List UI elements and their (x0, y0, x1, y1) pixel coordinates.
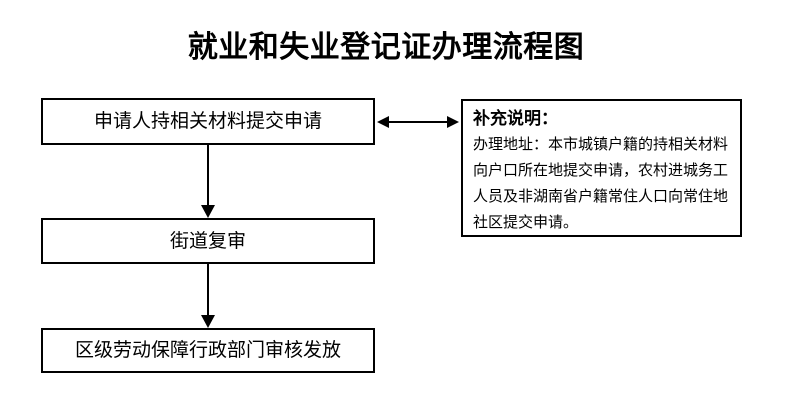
step-label-submit-application: 申请人持相关材料提交申请 (93, 111, 322, 132)
connector-line-step1-note (388, 121, 448, 123)
arrowhead-down-icon (201, 315, 215, 328)
note-body: 办理地址：本市城镇户籍的持相关材料 向户口所在地提交申请，农村进城务工 人员及非… (473, 136, 729, 231)
connector-line-step2-step3 (207, 264, 209, 315)
step-box-street-review: 街道复审 (41, 218, 375, 264)
step-label-district-review-issue: 区级劳动保障行政部门审核发放 (74, 340, 341, 361)
step-box-submit-application: 申请人持相关材料提交申请 (41, 98, 375, 145)
step-label-street-review: 街道复审 (169, 230, 246, 252)
arrowhead-left-icon (377, 116, 389, 128)
step-box-district-review-issue: 区级劳动保障行政部门审核发放 (41, 328, 375, 373)
diagram-title: 就业和失业登记证办理流程图 (187, 31, 585, 64)
arrowhead-right-icon (447, 116, 459, 128)
note-heading: 补充说明： (473, 109, 558, 128)
arrowhead-down-icon (201, 205, 215, 218)
connector-line-step1-step2 (207, 145, 209, 205)
note-box: 补充说明： 办理地址：本市城镇户籍的持相关材料 向户口所在地提交申请，农村进城务… (461, 99, 742, 237)
